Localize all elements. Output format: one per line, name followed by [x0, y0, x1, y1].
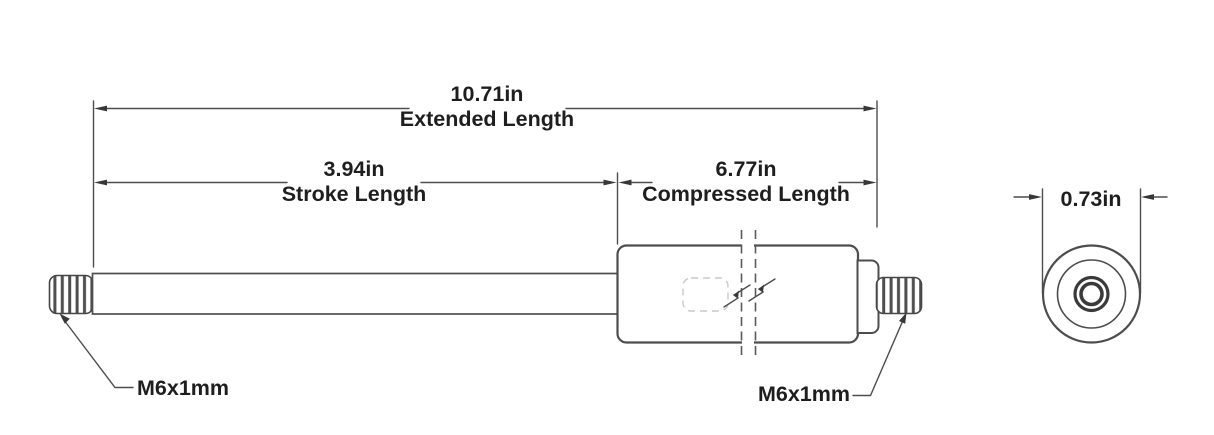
break-gap-top: [742, 242, 754, 248]
left-thread-label: M6x1mm: [137, 376, 229, 400]
left-thread-callout: M6x1mm: [59, 313, 229, 400]
left-thread-stud: [48, 274, 94, 315]
extended-length-label: Extended Length: [400, 107, 574, 131]
threaded-hole-inner: [1079, 281, 1104, 307]
compressed-length-label: Compressed Length: [642, 182, 850, 206]
stroke-length-label: Stroke Length: [282, 182, 427, 206]
right-thread-label: M6x1mm: [758, 382, 850, 406]
extended-length-value: 10.71in: [451, 82, 524, 106]
dimension-stroke-length: 3.94in Stroke Length: [94, 157, 617, 206]
extension-lines: [92, 100, 878, 268]
stroke-length-value: 3.94in: [324, 157, 385, 181]
right-thread-stud: [875, 276, 923, 315]
diameter-value: 0.73in: [1061, 187, 1122, 211]
dimension-diameter: 0.73in: [1013, 187, 1168, 294]
right-thread-callout: M6x1mm: [758, 312, 907, 406]
end-cap: [856, 259, 880, 334]
side-view: [48, 230, 923, 358]
piston-rod: [91, 272, 619, 315]
break-gap-bottom: [742, 340, 754, 346]
compressed-length-value: 6.77in: [716, 157, 777, 181]
hidden-label-outline: [682, 277, 729, 312]
dimension-compressed-length: 6.77in Compressed Length: [618, 157, 877, 206]
dimension-extended-length: 10.71in Extended Length: [94, 82, 877, 131]
end-view: [1041, 244, 1142, 344]
